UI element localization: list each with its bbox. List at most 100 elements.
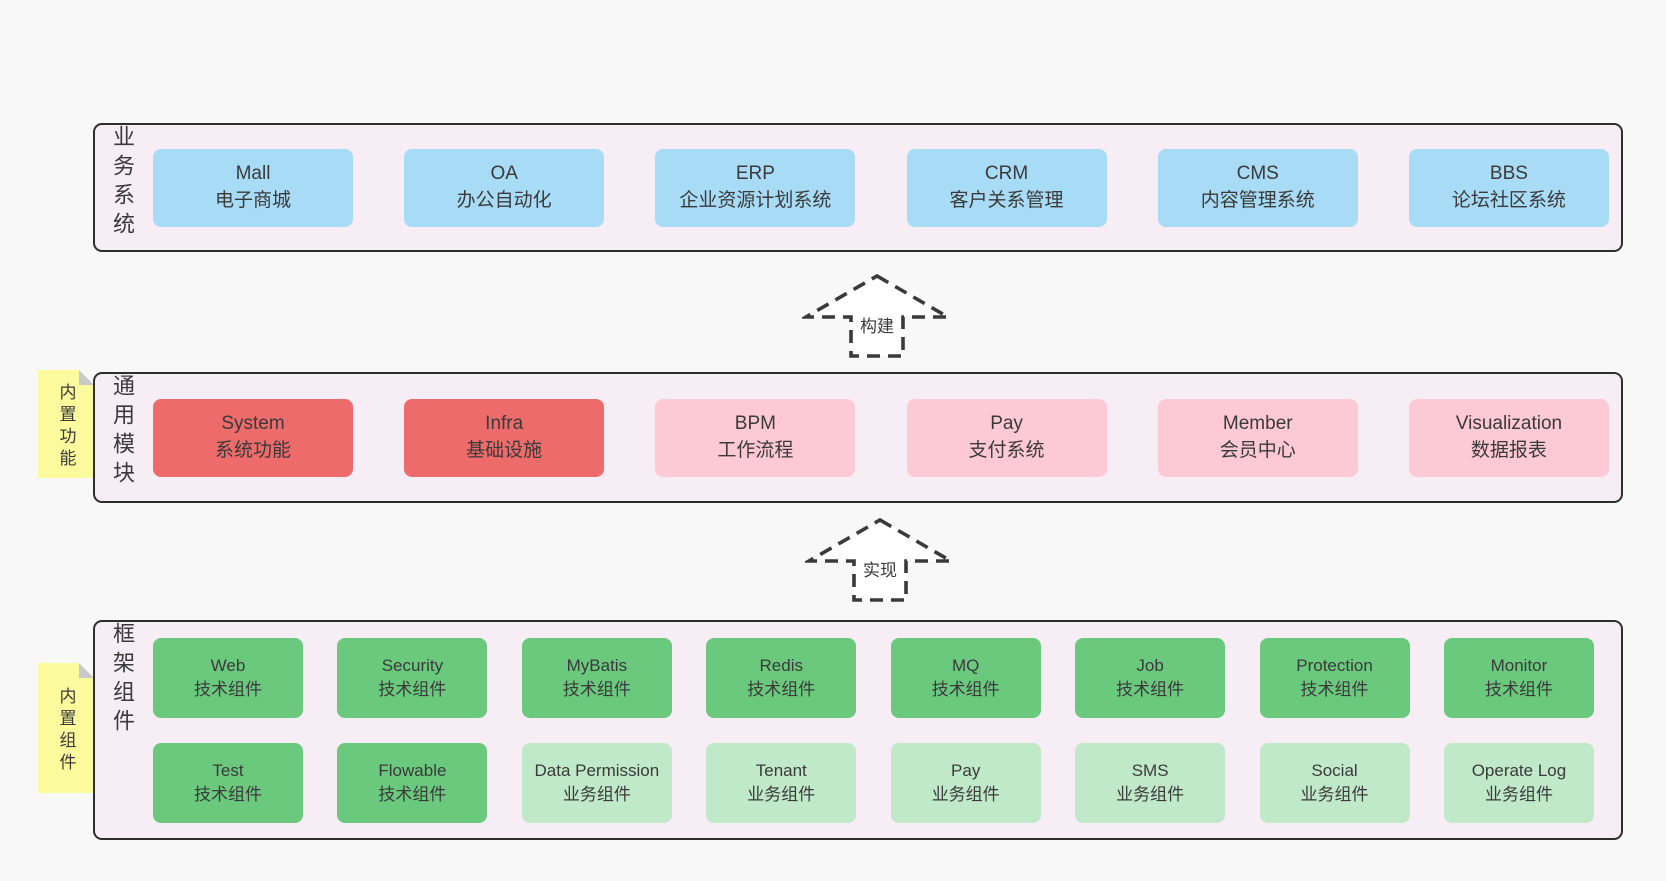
box-job: Job 技术组件 [1075,637,1226,718]
box-mybatis: MyBatis 技术组件 [521,637,672,718]
implement-arrow-label: 实现 [861,556,899,581]
box-sub: 技术组件 [562,679,631,699]
box-name: Pay [990,413,1023,435]
box-sub: 技术组件 [194,784,262,804]
box-tenant: Tenant 业务组件 [706,742,857,823]
box-name: Web [210,656,246,676]
box-sub: 技术组件 [378,784,447,804]
box-redis: Redis 技术组件 [706,637,857,718]
box-sub: 办公自动化 [456,189,552,211]
box-name: BPM [734,413,776,435]
box-test: Test 技术组件 [153,742,303,823]
box-name: Security [381,656,444,676]
framework-components-rows: Web 技术组件 Security 技术组件 MyBatis 技术组件 Redi… [153,622,1594,838]
box-name: BBS [1489,163,1528,185]
box-cms: CMS 内容管理系统 [1157,148,1358,227]
box-name: MyBatis [566,656,628,676]
sticky-label: 内置功能 [56,383,76,471]
box-sms: SMS 业务组件 [1075,742,1226,823]
box-name: Monitor [1490,656,1548,676]
common-modules-row: System 系统功能 Infra 基础设施 BPM 工作流程 Pay 支付系统… [153,374,1609,501]
box-system: System 系统功能 [153,398,353,477]
box-name: SMS [1131,761,1169,781]
box-name: System [221,413,285,435]
box-bbs: BBS 论坛社区系统 [1408,148,1609,227]
box-data-permission: Data Permission 业务组件 [521,742,672,823]
box-name: CRM [984,163,1029,185]
biz-components-row: Test 技术组件 Flowable 技术组件 Data Permission … [153,742,1594,823]
box-sub: 论坛社区系统 [1451,189,1566,211]
box-name: CMS [1236,163,1279,185]
box-sub: 技术组件 [931,679,1000,699]
box-sub: 业务组件 [1300,784,1369,804]
box-sub: 业务组件 [562,784,631,804]
box-sub: 业务组件 [1484,784,1553,804]
sticky-built-in-components: 内置组件 [38,663,94,793]
box-sub: 技术组件 [1300,679,1369,699]
band-label-framework-components: 框架组件 [110,622,135,738]
box-sub: 技术组件 [1116,679,1185,699]
box-sub: 电子商城 [214,189,291,211]
band-label-common-modules: 通用模块 [110,374,135,490]
box-sub: 技术组件 [378,679,447,699]
box-name: Visualization [1455,413,1563,435]
box-member: Member 会员中心 [1157,398,1358,477]
box-name: ERP [735,163,775,185]
box-sub: 会员中心 [1219,439,1296,461]
band-framework-components: 框架组件 Web 技术组件 Security 技术组件 MyBatis 技术组件… [93,620,1623,840]
box-security: Security 技术组件 [337,637,488,718]
box-sub: 基础设施 [466,439,543,461]
box-sub: 系统功能 [214,439,291,461]
box-sub: 数据报表 [1470,439,1547,461]
box-operate-log: Operate Log 业务组件 [1443,742,1594,823]
box-mq: MQ 技术组件 [890,637,1041,718]
box-name: Social [1311,761,1358,781]
box-infra: Infra 基础设施 [404,398,605,477]
box-mall: Mall 电子商城 [153,148,353,227]
box-name: Member [1222,413,1293,435]
box-name: Redis [759,656,803,676]
box-sub: 支付系统 [968,439,1045,461]
box-protection: Protection 技术组件 [1259,637,1410,718]
box-name: Infra [485,413,524,435]
box-bpm: BPM 工作流程 [655,398,856,477]
box-name: OA [490,163,518,185]
box-social: Social 业务组件 [1259,742,1410,823]
box-web: Web 技术组件 [153,637,303,718]
box-name: MQ [951,656,980,676]
box-sub: 内容管理系统 [1200,189,1315,211]
business-systems-row: Mall 电子商城 OA 办公自动化 ERP 企业资源计划系统 CRM 客户关系… [153,125,1609,250]
box-pay-biz: Pay 业务组件 [890,742,1041,823]
box-oa: OA 办公自动化 [404,148,605,227]
box-name: Operate Log [1471,761,1567,781]
box-erp: ERP 企业资源计划系统 [655,148,856,227]
box-visualization: Visualization 数据报表 [1408,398,1609,477]
box-name: Job [1136,656,1164,676]
box-pay: Pay 支付系统 [906,398,1107,477]
band-common-modules: 通用模块 System 系统功能 Infra 基础设施 BPM 工作流程 Pay… [93,372,1623,503]
box-name: Flowable [378,761,447,781]
build-arrow-icon: 构建 [802,271,952,361]
band-label-business-systems: 业务系统 [110,125,135,241]
implement-arrow-icon: 实现 [805,515,955,605]
box-sub: 业务组件 [747,784,816,804]
box-name: Data Permission [534,761,660,781]
box-sub: 业务组件 [1116,784,1185,804]
sticky-built-in-features: 内置功能 [38,370,94,478]
box-sub: 技术组件 [194,679,262,699]
box-name: Test [212,761,244,781]
box-name: Protection [1296,656,1373,676]
box-crm: CRM 客户关系管理 [906,148,1107,227]
box-sub: 技术组件 [1484,679,1553,699]
box-sub: 工作流程 [717,439,794,461]
box-name: Tenant [755,761,807,781]
box-monitor: Monitor 技术组件 [1443,637,1594,718]
box-name: Mall [235,163,271,185]
box-sub: 客户关系管理 [949,189,1064,211]
sticky-label: 内置组件 [56,687,76,775]
box-flowable: Flowable 技术组件 [337,742,488,823]
band-business-systems: 业务系统 Mall 电子商城 OA 办公自动化 ERP 企业资源计划系统 CRM… [93,123,1623,252]
box-name: Pay [951,761,981,781]
box-sub: 业务组件 [931,784,1000,804]
